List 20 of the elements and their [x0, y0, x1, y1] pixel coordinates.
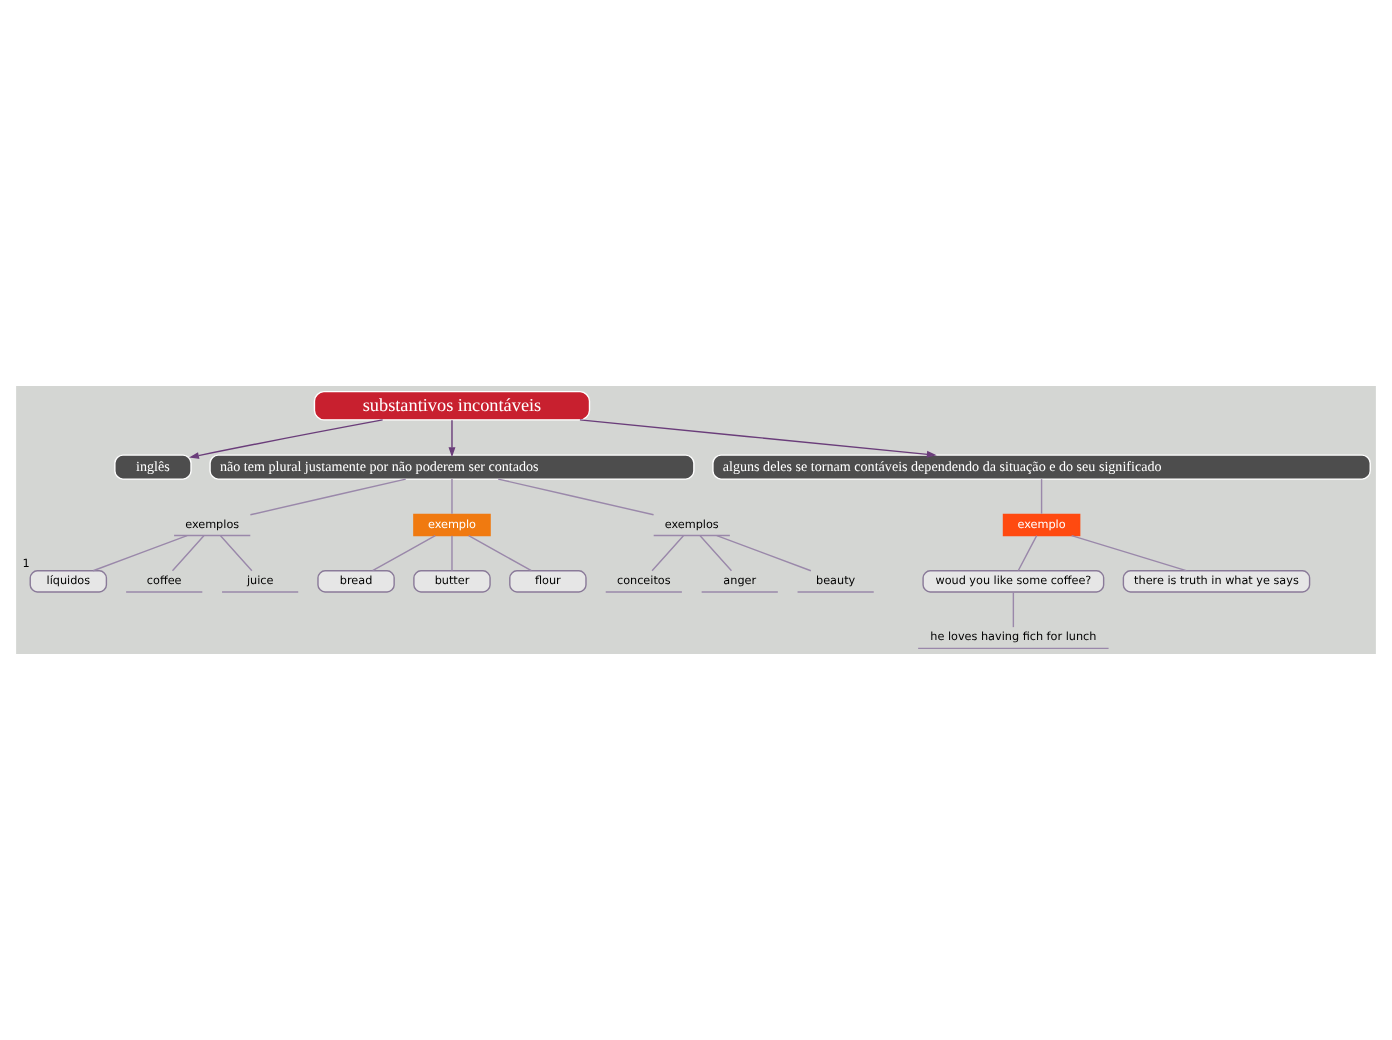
connector — [1012, 591, 1015, 628]
connector — [699, 535, 733, 572]
connector — [92, 535, 188, 572]
connector — [716, 535, 812, 572]
connector — [651, 535, 685, 572]
connector — [1070, 534, 1187, 572]
arrow — [579, 419, 937, 458]
connector — [249, 478, 407, 516]
connector — [171, 535, 205, 572]
connector — [371, 535, 436, 572]
connector — [451, 478, 453, 515]
connector — [1017, 535, 1038, 572]
connector — [1040, 478, 1043, 515]
connector — [467, 535, 533, 572]
connector — [497, 478, 655, 516]
node-box: substantivos incontáveis — [313, 390, 591, 421]
connector — [219, 535, 253, 572]
connector — [451, 535, 453, 572]
arrow — [189, 419, 384, 459]
arrow — [448, 419, 456, 458]
